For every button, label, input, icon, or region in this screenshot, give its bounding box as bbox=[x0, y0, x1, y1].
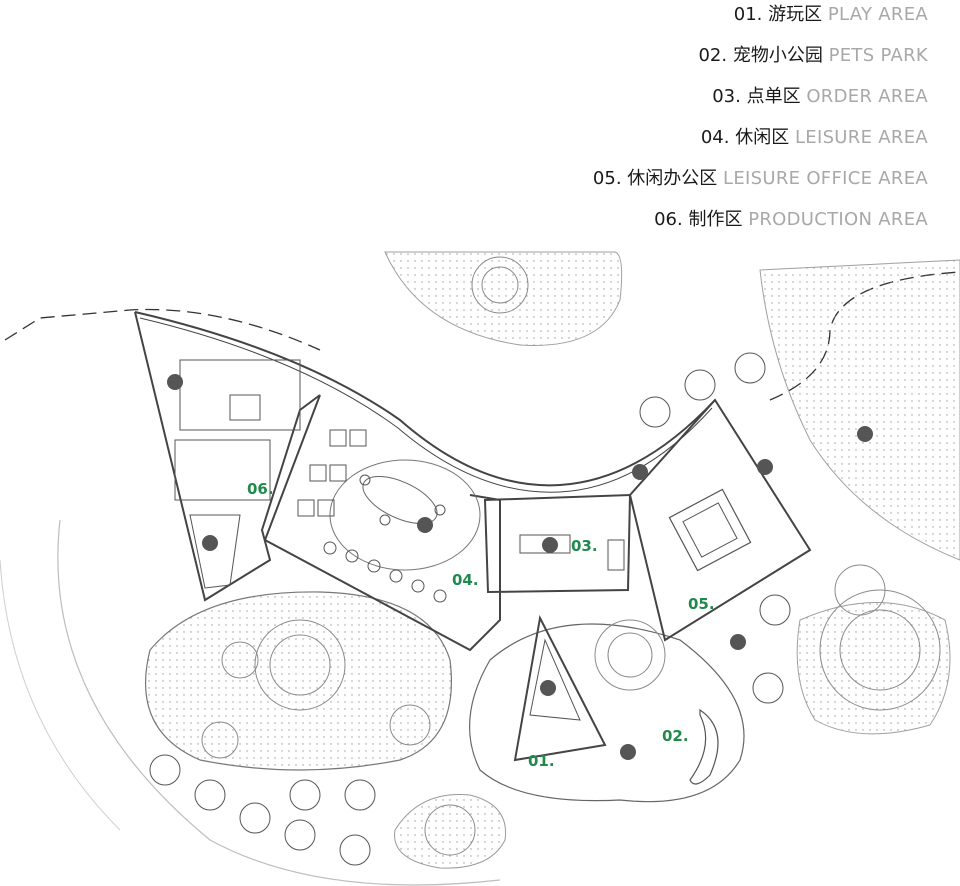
legend-chinese: 休闲办公区 bbox=[627, 168, 718, 189]
legend-number: 04. bbox=[700, 127, 730, 148]
legend-number: 03. bbox=[712, 86, 741, 107]
lawn-right bbox=[759, 259, 960, 561]
columns bbox=[167, 374, 873, 760]
production-wing-outline bbox=[134, 311, 321, 602]
legend-item-pets-park: 02. 宠物小公园 PETS PARK bbox=[698, 41, 928, 71]
lawn-bottom-left bbox=[144, 591, 452, 771]
meeting-table bbox=[668, 488, 752, 572]
legend-item-leisure-office-area: 05. 休闲办公区 LEISURE OFFICE AREA bbox=[593, 164, 928, 194]
order-counter-equipment bbox=[607, 539, 625, 571]
site-boundary-arc bbox=[57, 519, 501, 886]
shrub-symbols bbox=[149, 352, 791, 866]
leisure-seating-island bbox=[362, 476, 438, 524]
play-slide bbox=[529, 638, 581, 721]
legend-english: ORDER AREA bbox=[806, 86, 928, 107]
legend-item-leisure-area: 04. 休闲区 LEISURE AREA bbox=[701, 123, 928, 153]
legend-chinese: 游玩区 bbox=[768, 4, 823, 25]
zone-label-05: 05. bbox=[688, 595, 715, 613]
roof-curve-inner bbox=[139, 317, 713, 493]
legend-item-production-area: 06. 制作区 PRODUCTION AREA bbox=[654, 205, 928, 235]
legend-chinese: 制作区 bbox=[688, 209, 743, 230]
legend-number: 06. bbox=[654, 209, 683, 230]
order-counter-bar bbox=[519, 534, 571, 554]
legend-english: LEISURE AREA bbox=[794, 127, 928, 148]
production-storage bbox=[189, 514, 241, 589]
zone-label-04: 04. bbox=[452, 571, 479, 589]
order-counter-outline bbox=[483, 493, 632, 594]
site-boundary-arc-inner bbox=[0, 559, 121, 831]
production-equipment-1 bbox=[229, 394, 261, 421]
zone-label-03: 03. bbox=[571, 537, 598, 555]
pets-park-bench bbox=[689, 708, 719, 785]
legend-number: 05. bbox=[592, 168, 622, 189]
lawn-bottom-small bbox=[394, 793, 507, 869]
leisure-stools bbox=[323, 474, 447, 603]
legend-english: LEISURE OFFICE AREA bbox=[723, 168, 928, 189]
legend-chinese: 点单区 bbox=[746, 86, 801, 107]
leisure-lounge-oval bbox=[329, 459, 481, 571]
legend-english: PRODUCTION AREA bbox=[748, 209, 928, 230]
dashed-property-line bbox=[4, 308, 321, 351]
legend-english: PLAY AREA bbox=[827, 4, 928, 25]
meeting-table-inner bbox=[682, 502, 738, 558]
pets-park-lawn bbox=[469, 623, 745, 803]
roof-curve bbox=[134, 311, 716, 487]
office-outline bbox=[628, 398, 812, 642]
production-room-2 bbox=[174, 439, 271, 501]
zone-label-01: 01. bbox=[528, 752, 555, 770]
play-area-outline bbox=[513, 614, 607, 762]
legend-english: PETS PARK bbox=[828, 45, 928, 66]
legend-chinese: 宠物小公园 bbox=[732, 45, 823, 66]
lawn-right-lower bbox=[796, 602, 951, 735]
legend-number: 02. bbox=[698, 45, 728, 66]
production-room-1 bbox=[179, 359, 301, 431]
leisure-tables bbox=[297, 429, 367, 517]
tree-canopies bbox=[201, 256, 941, 856]
legend-number: 01. bbox=[733, 4, 763, 25]
zone-label-06: 06. bbox=[247, 480, 274, 498]
legend-chinese: 休闲区 bbox=[735, 127, 790, 148]
legend-item-order-area: 03. 点单区 ORDER AREA bbox=[712, 82, 928, 112]
zone-label-02: 02. bbox=[662, 727, 689, 745]
lawn-top bbox=[384, 251, 623, 346]
legend-item-play-area: 01. 游玩区 PLAY AREA bbox=[734, 0, 928, 30]
